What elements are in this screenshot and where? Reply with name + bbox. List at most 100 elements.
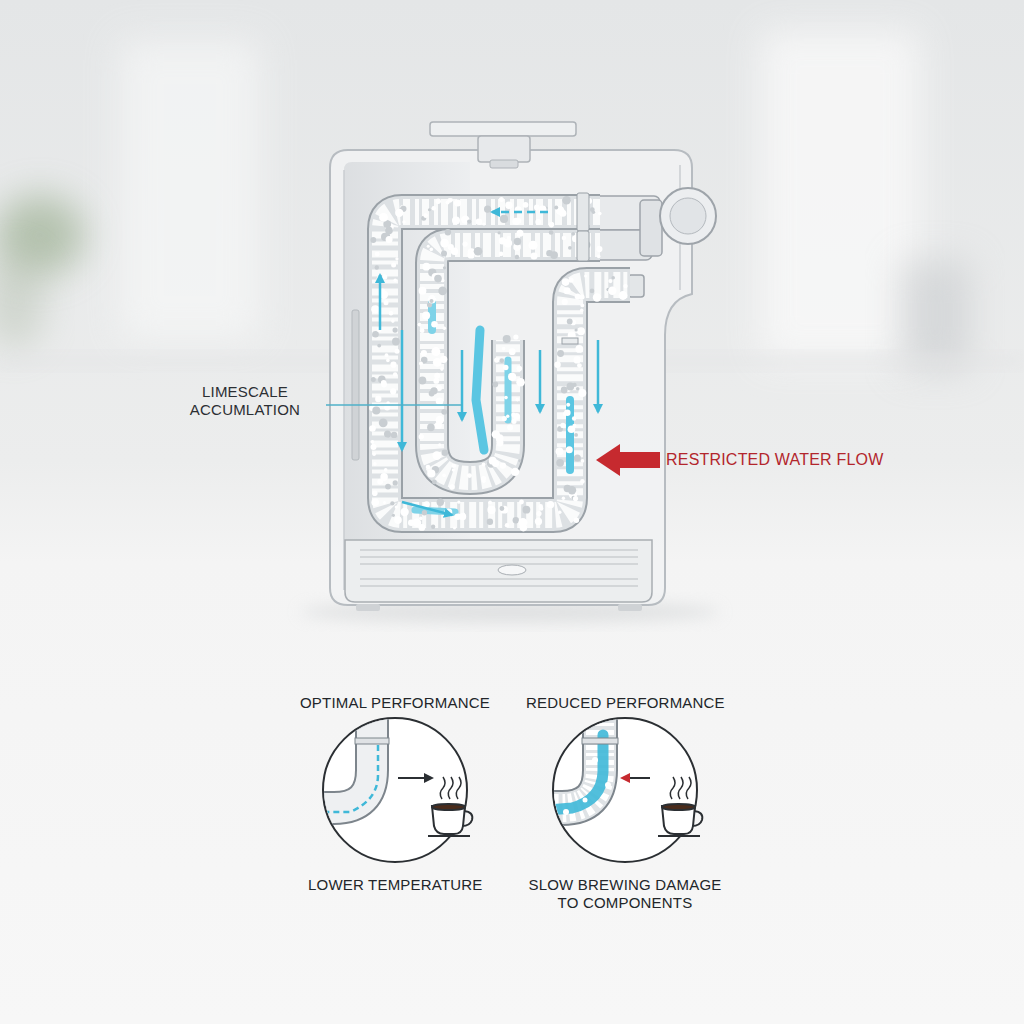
limescale-crust	[517, 366, 523, 372]
limescale-crust	[536, 511, 541, 516]
limescale-crust	[423, 263, 431, 271]
limescale-crust	[382, 274, 387, 279]
limescale-crust	[513, 334, 518, 339]
limescale-crust	[400, 508, 408, 516]
limescale-crust	[452, 468, 455, 471]
limescale-crust	[493, 382, 499, 388]
limescale-crust	[433, 451, 442, 460]
limescale-crust	[419, 524, 426, 531]
limescale-crust	[442, 449, 449, 456]
limescale-crust	[393, 372, 397, 376]
limescale-crust	[550, 251, 558, 259]
limescale-crust	[423, 213, 428, 218]
limescale-crust	[500, 462, 506, 468]
limescale-crust	[419, 517, 423, 521]
limescale-crust	[441, 251, 447, 257]
limescale-crust	[386, 236, 393, 243]
limescale-crust	[580, 304, 584, 308]
limescale-crust	[503, 365, 508, 370]
limescale-crust	[523, 202, 529, 208]
limescale-crust	[431, 321, 438, 328]
limescale-crust	[391, 319, 395, 323]
limescale-crust	[369, 425, 376, 432]
limescale-crust	[499, 197, 504, 202]
limescale-crust	[564, 410, 571, 417]
limescale-crust	[584, 274, 587, 277]
limescale-crust	[554, 206, 558, 210]
limescale-crust	[619, 291, 628, 300]
limescale-crust	[608, 287, 616, 295]
limescale-crust	[492, 430, 500, 438]
limescale-crust	[393, 328, 398, 333]
limescale-crust	[598, 212, 602, 216]
limescale-crust	[373, 462, 377, 466]
limescale-crust	[511, 468, 519, 476]
limescale-crust	[467, 473, 472, 478]
limescale-crust	[568, 278, 573, 283]
limescale-crust	[433, 378, 439, 384]
limescale-crust	[384, 468, 388, 472]
limescale-crust	[611, 276, 615, 280]
limescale-crust	[441, 409, 447, 415]
limescale-crust	[507, 424, 513, 430]
limescale-crust	[482, 463, 486, 467]
panel-heading: OPTIMAL PERFORMANCE	[300, 694, 490, 712]
limescale-crust	[393, 480, 398, 485]
limescale-crust	[597, 255, 601, 259]
limescale-crust	[420, 328, 425, 333]
limescale-crust	[395, 506, 398, 509]
limescale-crust	[494, 358, 499, 363]
limescale-crust	[513, 517, 519, 523]
limescale-crust	[566, 403, 570, 407]
limescale-crust	[581, 459, 585, 463]
limescale-crust	[454, 252, 457, 255]
limescale-crust	[383, 501, 386, 504]
limescale-crust	[452, 464, 457, 469]
limescale-crust	[380, 473, 388, 481]
limescale-crust	[436, 199, 441, 204]
limescale-crust	[574, 433, 578, 437]
limescale-crust	[482, 480, 486, 484]
limescale-crust	[371, 377, 376, 382]
limescale-crust	[395, 349, 400, 354]
limescale-crust	[385, 484, 391, 490]
limescale-crust	[384, 300, 389, 305]
limescale-crust	[372, 407, 380, 415]
limescale-crust	[427, 469, 435, 477]
limescale-crust	[484, 206, 491, 213]
limescale-crust	[391, 432, 397, 438]
limescale-crust	[499, 252, 504, 257]
limescale-crust	[452, 217, 460, 225]
limescale-crust	[505, 523, 509, 527]
limescale-crust	[549, 230, 554, 235]
limescale-crust	[440, 356, 447, 363]
limescale-crust	[371, 305, 379, 313]
limescale-crust	[580, 479, 585, 484]
limescale-crust	[370, 237, 376, 243]
callout-label: RESTRICTED WATER FLOW	[666, 450, 884, 469]
limescale-crust	[515, 255, 519, 259]
limescale-crust	[390, 501, 394, 505]
limescale-crust	[435, 422, 442, 429]
limescale-crust	[573, 383, 577, 387]
limescale-crust	[590, 289, 595, 294]
limescale-crust	[371, 444, 377, 450]
limescale-crust	[402, 220, 405, 223]
limescale-crust	[408, 520, 414, 526]
limescale-crust	[443, 266, 446, 269]
limescale-crust	[574, 518, 579, 523]
limescale-crust	[391, 263, 396, 268]
limescale-crust	[557, 350, 564, 357]
limescale-crust	[427, 245, 430, 248]
limescale-crust	[457, 501, 460, 504]
limescale-crust	[390, 388, 396, 394]
limescale-crust	[395, 209, 403, 217]
limescale-crust	[453, 527, 456, 530]
limescale-crust	[442, 474, 446, 478]
limescale-crust	[419, 287, 427, 295]
limescale-crust	[568, 246, 572, 250]
limescale-crust	[394, 516, 402, 524]
limescale-crust	[568, 425, 576, 433]
limescale-crust	[512, 419, 517, 424]
limescale-crust	[459, 513, 466, 520]
